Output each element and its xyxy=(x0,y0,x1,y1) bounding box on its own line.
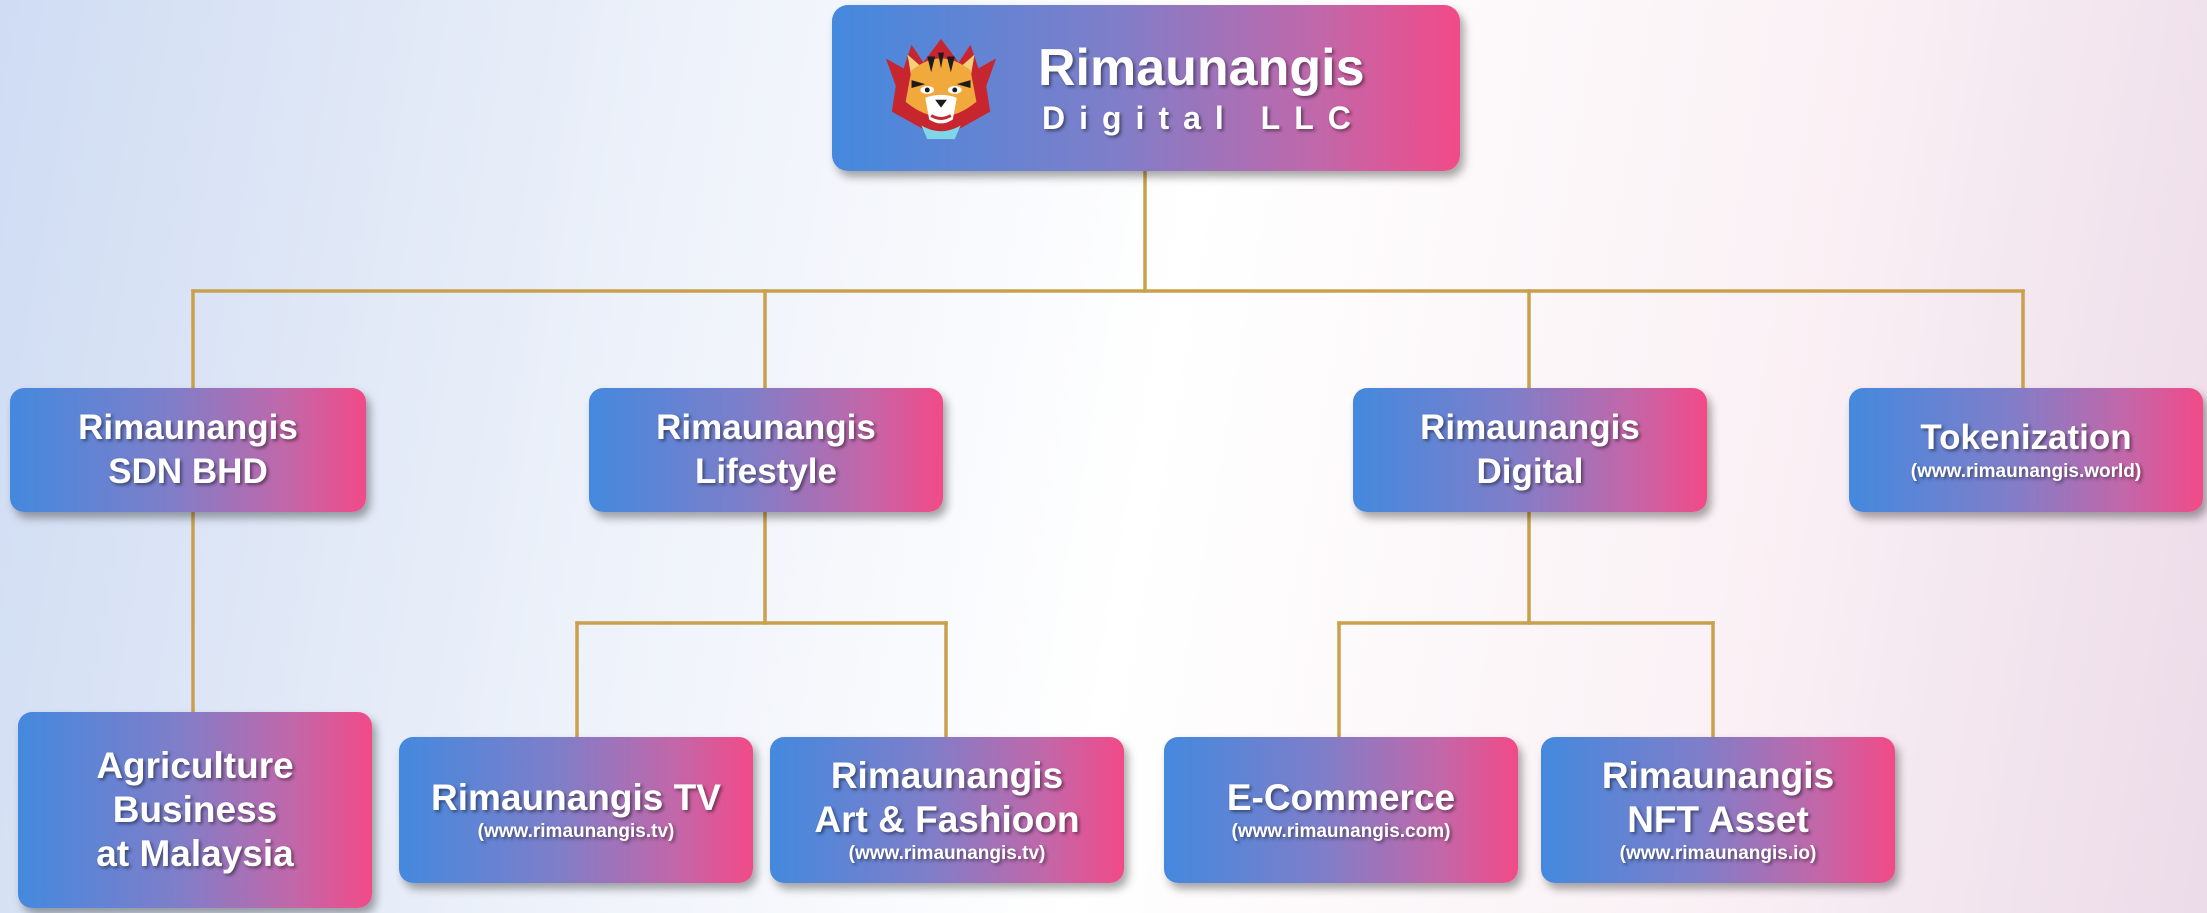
node-label-line2: Art & Fashioon xyxy=(814,799,1080,840)
root-title: Rimaunangis xyxy=(1038,39,1365,97)
node-art-fashion: Rimaunangis Art & Fashioon (www.rimaunan… xyxy=(770,737,1124,883)
node-nft-asset: Rimaunangis NFT Asset (www.rimaunangis.i… xyxy=(1541,737,1895,883)
node-label-line2: Business xyxy=(112,789,278,830)
node-label-line1: Agriculture xyxy=(96,745,294,786)
node-label-line2: SDN BHD xyxy=(108,452,268,491)
node-agriculture-business: Agriculture Business at Malaysia xyxy=(18,712,372,908)
node-url: (www.rimaunangis.tv) xyxy=(848,843,1046,864)
node-rimaunangis-lifestyle: Rimaunangis Lifestyle xyxy=(589,388,943,512)
node-tokenization: Tokenization (www.rimaunangis.world) xyxy=(1849,388,2203,512)
node-url: (www.rimaunangis.world) xyxy=(1910,461,2142,482)
tiger-head-icon xyxy=(885,38,997,140)
node-label-line1: Rimaunangis xyxy=(1420,408,1640,447)
node-rimaunangis-sdn-bhd: Rimaunangis SDN BHD xyxy=(10,388,366,512)
node-url: (www.rimaunangis.com) xyxy=(1231,821,1451,842)
root-subtitle: Digital LLC xyxy=(1042,100,1365,136)
node-label-line1: E-Commerce xyxy=(1226,777,1456,818)
node-label-line2: Lifestyle xyxy=(695,452,837,491)
node-label-line3: at Malaysia xyxy=(96,833,294,874)
node-label-line1: Rimaunangis xyxy=(830,755,1064,796)
node-label-line2: Digital xyxy=(1476,452,1584,491)
node-label-line1: Rimaunangis xyxy=(78,408,298,447)
node-e-commerce: E-Commerce (www.rimaunangis.com) xyxy=(1164,737,1518,883)
node-label-line2: NFT Asset xyxy=(1627,799,1809,840)
node-rimaunangis-tv: Rimaunangis TV (www.rimaunangis.tv) xyxy=(399,737,753,883)
node-url: (www.rimaunangis.tv) xyxy=(477,821,675,842)
node-rimaunangis-digital: Rimaunangis Digital xyxy=(1353,388,1707,512)
node-label-line1: Tokenization xyxy=(1920,418,2132,457)
node-url: (www.rimaunangis.io) xyxy=(1619,843,1817,864)
node-label-line1: Rimaunangis TV xyxy=(431,777,721,818)
node-label-line1: Rimaunangis xyxy=(1601,755,1835,796)
root-node: Rimaunangis Digital LLC xyxy=(832,5,1460,171)
node-label-line1: Rimaunangis xyxy=(656,408,876,447)
